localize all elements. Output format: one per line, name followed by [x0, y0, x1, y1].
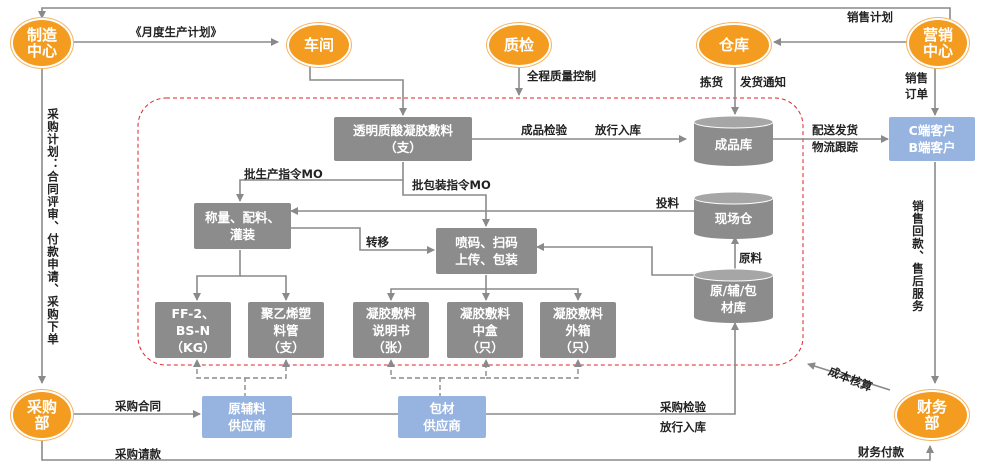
label-release-in-2: 放行入库: [660, 420, 706, 434]
arrow-payment: [41, 438, 934, 461]
arrow-batch-mo: [236, 162, 404, 202]
label-sales-plan: 销售计划: [847, 10, 893, 24]
arrow-cost: [807, 362, 891, 391]
arrow-code-outer: [486, 288, 582, 301]
dash-pack-to-outer: [486, 359, 582, 379]
weigh-mix-fill-box: 称量、配料、 灌装: [194, 203, 291, 249]
label-purchase-plan: 采购计划：合同评审、付款申请、采购下单: [46, 108, 60, 346]
materials-store-label: 原/辅/包 材库: [710, 283, 757, 315]
arrow-materials-to-code: [536, 243, 694, 276]
warehouse: 仓库: [697, 23, 771, 67]
arrow-code-manual: [387, 275, 487, 301]
finished-store-cylinder: [693, 115, 774, 166]
label-finished-inspection: 成品检验: [521, 123, 567, 137]
label-raw-material: 原料: [739, 251, 762, 265]
label-picking: 拣货: [700, 75, 723, 89]
workshop: 车间: [287, 23, 351, 67]
arrow-weigh-tube: [240, 275, 290, 301]
label-sales-return: 销售回款、售后服务: [911, 200, 925, 313]
arrow-weigh-ff2: [193, 250, 241, 301]
label-purchase-contract: 采购合同: [115, 399, 161, 413]
label-full-qc: 全程质量控制: [527, 69, 596, 83]
label-sales-order: 销售 订单: [905, 71, 928, 101]
middle-box-box: 凝胶敷料 中盒 （只）: [447, 302, 523, 358]
customers-box: C端客户 B端客户: [889, 117, 975, 161]
marketing-center: 营销 中心: [907, 18, 969, 68]
ff2-bsn-box: FF-2、 BS-N （KG）: [155, 302, 231, 358]
site-store-cylinder: [693, 191, 774, 239]
label-purchase-payment-request: 采购请款: [115, 447, 161, 461]
production-boundary: [137, 97, 804, 366]
manufacturing-center: 制造 中心: [11, 18, 73, 68]
dash-raw-to-ff2: [193, 359, 246, 398]
label-feed: 投料: [656, 196, 679, 210]
materials-store-cylinder: [693, 268, 774, 323]
label-finance-payment: 财务付款: [858, 445, 904, 459]
arrow-sales-plan: [38, 7, 951, 20]
arrow-transfer: [291, 227, 435, 254]
label-release-in: 放行入库: [595, 123, 641, 137]
label-delivery-notice: 发货通知: [740, 75, 786, 89]
pack-supplier-box: 包材 供应商: [398, 396, 486, 438]
pe-tube-box: 聚乙烯塑 料管 （支）: [248, 302, 324, 358]
raw-supplier-box: 原辅料 供应商: [202, 396, 292, 438]
arrow-purchase-inspection: [486, 322, 739, 415]
label-pack-mo: 批包装指令MO: [412, 178, 491, 192]
arrow-workshop-to-product: [309, 64, 407, 116]
dash-pack-to-manual: [387, 359, 441, 398]
label-purchase-inspection: 采购检验: [660, 400, 706, 414]
label-batch-mo: 批生产指令MO: [244, 167, 323, 181]
finished-store-label: 成品库: [714, 136, 753, 152]
finance-dept: 财务 部: [895, 390, 969, 440]
site-store-label: 现场仓: [714, 210, 753, 226]
dash-raw-to-tube: [245, 359, 290, 379]
quality: 质检: [487, 23, 551, 67]
label-transfer: 转移: [366, 235, 389, 249]
product-box: 透明质酸凝胶敷料 （支）: [334, 117, 472, 161]
label-monthly-plan: 《月度生产计划》: [130, 25, 222, 39]
purchasing-dept: 采购 部: [11, 390, 73, 440]
label-ship-tracking: 配送发货 物流跟踪: [812, 123, 858, 154]
code-scan-pack-box: 喷码、扫码 上传、包装: [436, 228, 537, 274]
outer-box-box: 凝胶敷料 外箱 （只）: [540, 302, 616, 358]
manual-box: 凝胶敷料 说明书 （张）: [353, 302, 429, 358]
dash-pack-to-box: [440, 359, 490, 379]
